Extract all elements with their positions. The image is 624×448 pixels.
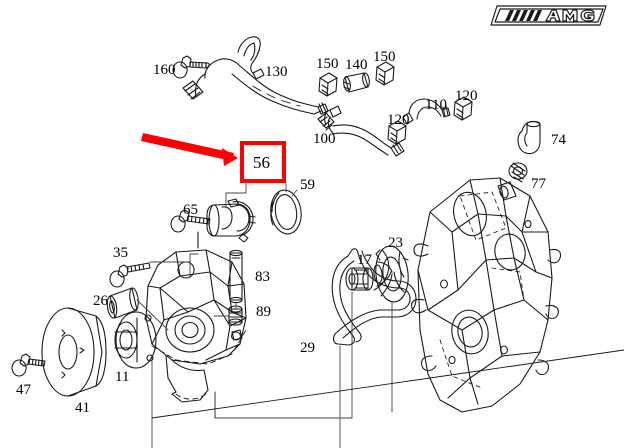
clamp-150-a [318, 72, 338, 97]
callout-89: 89 [256, 304, 271, 320]
callout-140: 140 [345, 57, 368, 73]
hose-branch-upper [237, 36, 265, 80]
callout-59: 59 [300, 177, 315, 193]
clamp-120-a [387, 120, 407, 145]
bolt-65 [170, 209, 211, 233]
callout-47: 47 [16, 382, 31, 398]
callout-160: 160 [153, 62, 176, 78]
gasket-59 [270, 189, 302, 235]
pulley-hub-11 [114, 311, 157, 369]
callout-74: 74 [551, 132, 566, 148]
callout-41: 41 [75, 400, 90, 416]
hose-100 [317, 105, 405, 157]
bolt-160 [172, 55, 210, 79]
callout-100: 100 [313, 131, 336, 147]
clamp-120-b [453, 96, 473, 121]
hose-130 [182, 58, 329, 115]
water-pump-body [145, 231, 247, 403]
thermostat-housing-56 [206, 198, 256, 243]
bushing-26 [106, 287, 139, 319]
callout-23: 23 [388, 235, 403, 251]
pipe-140 [343, 72, 370, 93]
belt-pulley-41 [41, 307, 107, 397]
red-highlight-arrow [141, 133, 238, 166]
pump-gasket-outline [151, 329, 247, 400]
callout-83: 83 [255, 269, 270, 285]
coolant-pipe-74 [517, 120, 541, 155]
callout-35: 35 [113, 245, 128, 261]
callout-130: 130 [265, 64, 288, 80]
callout-110: 110 [425, 97, 447, 113]
callout-26: 26 [93, 293, 108, 309]
callout-11: 11 [115, 369, 130, 385]
callout-120-b: 120 [455, 88, 478, 104]
bolt-47 [11, 353, 46, 377]
leader-lines [136, 182, 624, 448]
cover-inner-detail [439, 191, 525, 389]
highlight-box-56[interactable] [240, 141, 286, 183]
oring-77 [508, 162, 528, 183]
pulley-hub-17 [345, 267, 374, 291]
callout-29: 29 [300, 340, 315, 356]
highlight-number-56: 56 [253, 153, 270, 172]
callout-77: 77 [531, 176, 546, 192]
clamp-150-b [375, 61, 395, 86]
hose-110 [402, 98, 451, 125]
bolt-35 [109, 262, 151, 288]
callout-120-a: 120 [387, 112, 410, 128]
amg-logo [490, 5, 607, 26]
impeller-23 [373, 245, 409, 303]
engine-timing-cover [410, 177, 562, 413]
callout-17: 17 [357, 252, 372, 268]
callout-150-a: 150 [316, 56, 339, 72]
callout-150-b: 150 [373, 49, 396, 65]
callout-65: 65 [183, 202, 198, 218]
